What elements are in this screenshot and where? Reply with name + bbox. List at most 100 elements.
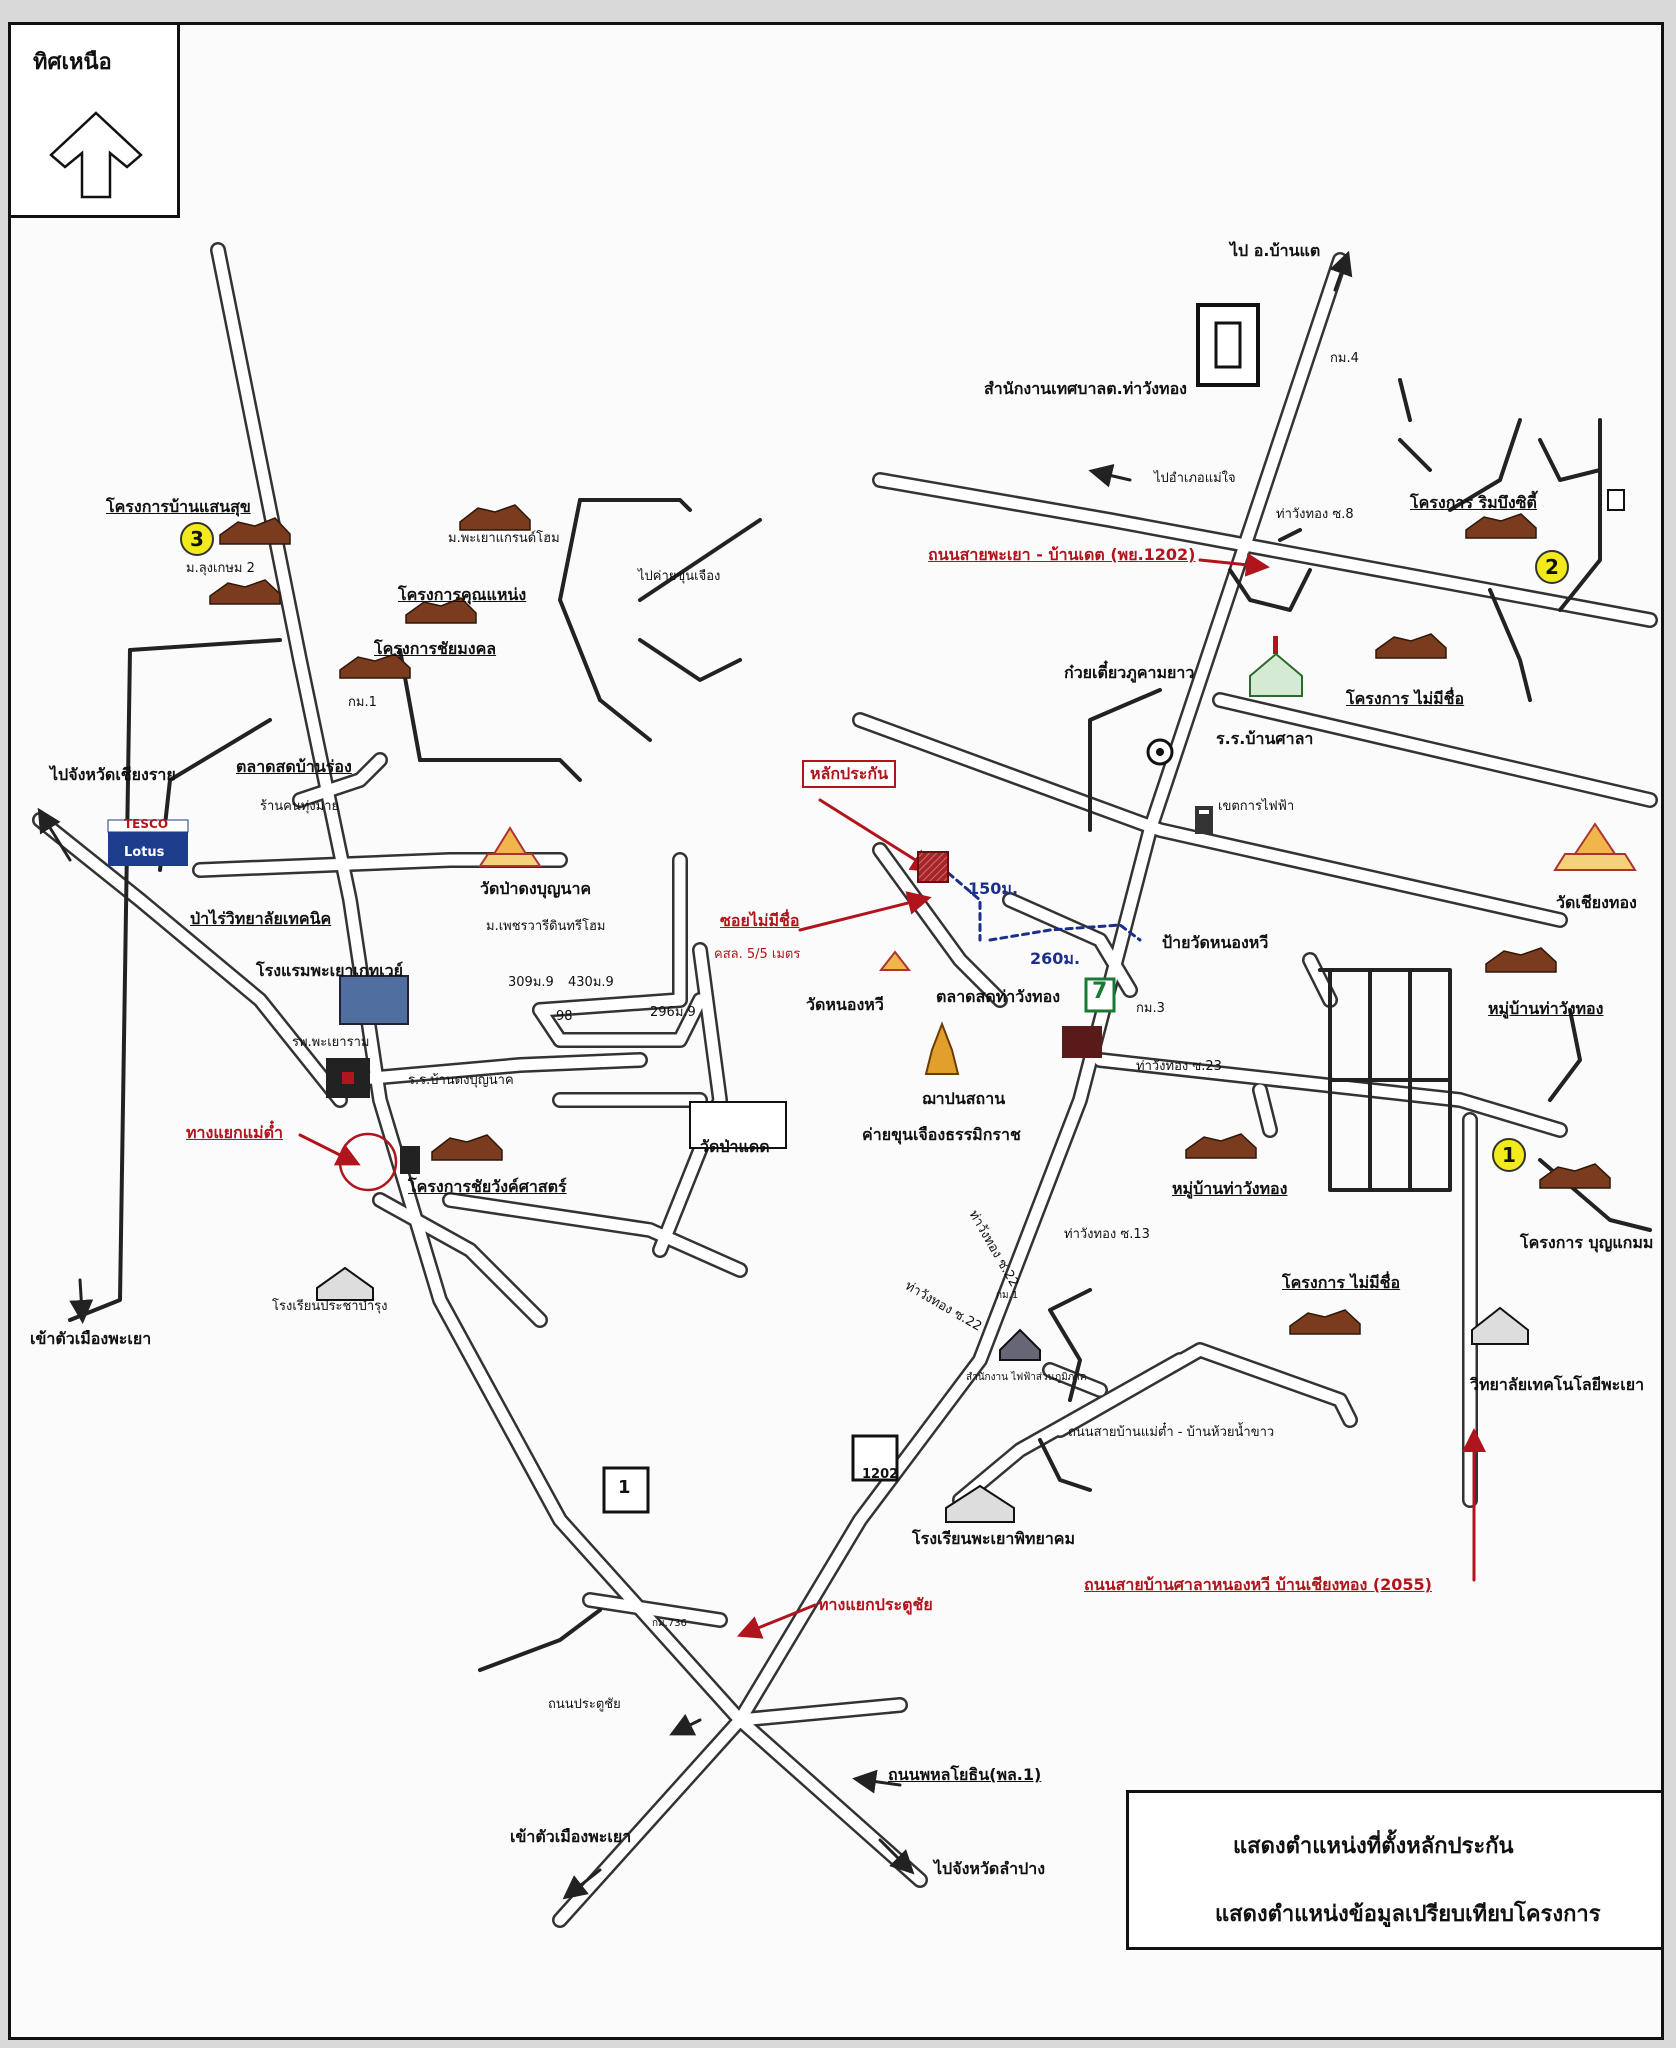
label-electric: เขตการไฟฟ้า	[1218, 799, 1295, 814]
label-pratu-chai-road: ถนนประตูชัย	[548, 1697, 621, 1712]
stupa-icon	[924, 1021, 960, 1075]
label-dist-150: 150ม.	[968, 879, 1019, 898]
pracha-school-icon	[316, 1266, 374, 1301]
label-municipality: สำนักงานเทศบาลต.ท่าวังทอง	[984, 379, 1187, 398]
label-road-1202: ถนนสายพะเยา - บ้านเดต (พย.1202)	[928, 545, 1196, 564]
north-label: ทิศเหนือ	[33, 50, 112, 75]
project-house-icons	[209, 504, 1611, 1335]
label-km4: กม.4	[1330, 351, 1359, 366]
label-hotel: โรงแรมพะเยาเกทเวย์	[256, 961, 403, 980]
market-icon	[1062, 1026, 1102, 1058]
pea-office-icon	[999, 1328, 1041, 1361]
label-project-3: โครงการบ้านแสนสุข	[106, 497, 251, 516]
label-junction-mae-tam: ทางแยกแม่ต๋ำ	[186, 1123, 283, 1142]
junction-circle	[338, 1132, 398, 1192]
label-collateral: หลักประกัน	[802, 760, 897, 788]
hotel-icon	[339, 975, 409, 1025]
label-twt-23: ท่าวังทอง ซ.23	[1136, 1059, 1222, 1074]
label-to-khun-chiang: ไปค่ายขุนเจือง	[638, 569, 721, 584]
school-building-icon	[1249, 636, 1303, 697]
label-wat-pa-tat: วัดป่าแดด	[700, 1137, 770, 1156]
legend: แสดงตำแหน่งที่ตั้งหลักประกัน แสดงตำแหน่ง…	[1126, 1790, 1664, 1950]
north-arrow-icon	[49, 111, 143, 199]
label-phahonyothin: ถนนพหลโยธิน(พล.1)	[888, 1765, 1042, 1784]
label-tech-college: วิทยาลัยเทคโนโลยีพะเยา	[1470, 1375, 1645, 1394]
label-soi-98: 98	[556, 1009, 573, 1024]
label-km736: กม.736	[652, 1618, 687, 1629]
label-soi-309: 309ม.9	[508, 975, 554, 990]
label-tesco: TESCO	[124, 817, 169, 831]
label-route-1202: 1202	[862, 1467, 899, 1482]
landmark-icons	[107, 303, 1637, 1523]
label-bus-stop: ป้ายวัดหนองหวี	[1162, 933, 1269, 952]
label-wat-nong-wi: วัดหนองหวี	[806, 995, 884, 1014]
road-network	[32, 242, 1658, 1928]
label-to-ban-tat: ไป อ.บ้านแต	[1230, 241, 1321, 260]
label-to-lampang: ไปจังหวัดลำปาง	[934, 1859, 1046, 1878]
label-to-chiang-rai: ไปจังหวัดเชียงราย	[50, 765, 176, 784]
label-univ: ม.พะเยาแกรนด์โฮม	[448, 531, 560, 546]
label-twt-13: ท่าวังทอง ซ.13	[1064, 1227, 1150, 1242]
label-tha-wang-thong-8: ท่าวังทอง ซ.8	[1276, 507, 1354, 522]
label-wat-pa-dong: วัดป่าดงบุญนาค	[480, 879, 592, 898]
label-noodle: ก๋วยเตี๋ยวภูคามยาว	[1064, 663, 1195, 682]
label-rr-ban-dong: ร.ร.บ้านดงบุญนาค	[408, 1073, 514, 1088]
label-junction-pratu-chai: ทางแยกประตูชัย	[818, 1595, 933, 1614]
marker-project-2: 2	[1535, 550, 1569, 584]
label-seven: 7	[1092, 979, 1108, 1004]
municipality-icon	[1196, 303, 1260, 387]
label-school-pracha: โรงเรียนประชาบำรุง	[272, 1299, 388, 1314]
north-arrow-box: ทิศเหนือ	[8, 22, 180, 218]
label-wiang-phayao: โครงการชัยวังค์ศาสตร์	[408, 1177, 567, 1196]
label-market: ตลาดสดท่าวังทอง	[936, 987, 1061, 1006]
label-tharn-ban: ร้านคนทุ่งมาย	[260, 799, 340, 814]
label-khun-phaen: โครงการคุณแหน่ง	[398, 585, 527, 604]
fuel-icon	[400, 1146, 420, 1174]
tech-college-icon	[1471, 1306, 1529, 1345]
label-stupa: ฌาปนสถาน	[922, 1089, 1006, 1108]
label-no-name-lane: ซอยไม่มีชื่อ	[720, 911, 800, 930]
label-ban-pa-tat-school: ร.ร.บ้านศาลา	[1216, 729, 1314, 748]
label-route-1: 1	[618, 1477, 631, 1498]
label-moo-phet: ม.เพชรวารีดินทรีโฮม	[486, 919, 606, 934]
label-to-near-ban: ไปอำเภอแม่ใจ	[1154, 471, 1236, 486]
label-no-name-1: โครงการ ไม่มีชื่อ	[1346, 689, 1465, 708]
temple-icon	[1553, 822, 1637, 871]
label-phayao-ban: ป่าไร่วิทยาลัยเทคนิค	[190, 909, 332, 928]
legend-compare-label: แสดงตำแหน่งข้อมูลเปรียบเทียบโครงการ	[1215, 1902, 1601, 1927]
label-soi-430: 430ม.9	[568, 975, 614, 990]
legend-collateral-label: แสดงตำแหน่งที่ตั้งหลักประกัน	[1233, 1834, 1514, 1859]
label-camp: ค่ายขุนเจืองธรรมิกราช	[862, 1125, 1021, 1144]
label-km1-road: กม.1	[996, 1290, 1019, 1301]
label-road-ban-tam: ถนนสายบ้านแม่ต๋ำ - บ้านห้วยน้ำขาว	[1068, 1425, 1275, 1440]
seven-eleven-icon	[1084, 977, 1116, 1013]
label-no-name-2: โครงการ ไม่มีชื่อ	[1282, 1273, 1401, 1292]
label-phayao-school: โรงเรียนพะเยาพิทยาคม	[912, 1529, 1076, 1548]
label-project-2: โครงการ ริมบึงซิตี้	[1410, 493, 1537, 512]
phayao-school-icon	[945, 1484, 1015, 1523]
temple-icon-wat-nong-wi	[878, 950, 912, 971]
label-lotus: Lotus	[124, 845, 165, 860]
route-1-shield-icon	[602, 1466, 650, 1514]
label-dist-260: 260ม.	[1030, 949, 1081, 968]
route-1202-shield-icon	[851, 1434, 899, 1482]
noodle-icon	[1146, 738, 1174, 766]
label-km1: กม.1	[348, 695, 377, 710]
hospital-icon	[326, 1058, 370, 1098]
label-pea-office: สำนักงาน ไฟฟ้าส่วนภูมิภาค	[966, 1372, 1087, 1383]
label-market-ban: ตลาดสดบ้านร่อง	[236, 757, 352, 776]
label-road-2055: ถนนสายบ้านศาลาหนองหวี บ้านเชียงทอง (2055…	[1084, 1575, 1432, 1594]
label-lane-width: คสล. 5/5 เมตร	[714, 947, 801, 962]
marker-project-1: 1	[1492, 1138, 1526, 1172]
tesco-lotus-icon	[107, 819, 189, 866]
temple-icon-wat-pa-dong	[478, 826, 542, 867]
collateral-marker	[917, 851, 949, 883]
label-village-twt2: หมู่บ้านท่าวังทอง	[1172, 1179, 1288, 1198]
label-to-city-left: เข้าตัวเมืองพะเยา	[30, 1329, 152, 1348]
label-km3: กม.3	[1136, 1001, 1165, 1016]
marker-project-3: 3	[180, 522, 214, 556]
mailbox-icon	[1607, 489, 1625, 511]
label-hospital: รพ.พะเยาราม	[292, 1035, 370, 1050]
label-village-twt: หมู่บ้านท่าวังทอง	[1488, 999, 1604, 1018]
